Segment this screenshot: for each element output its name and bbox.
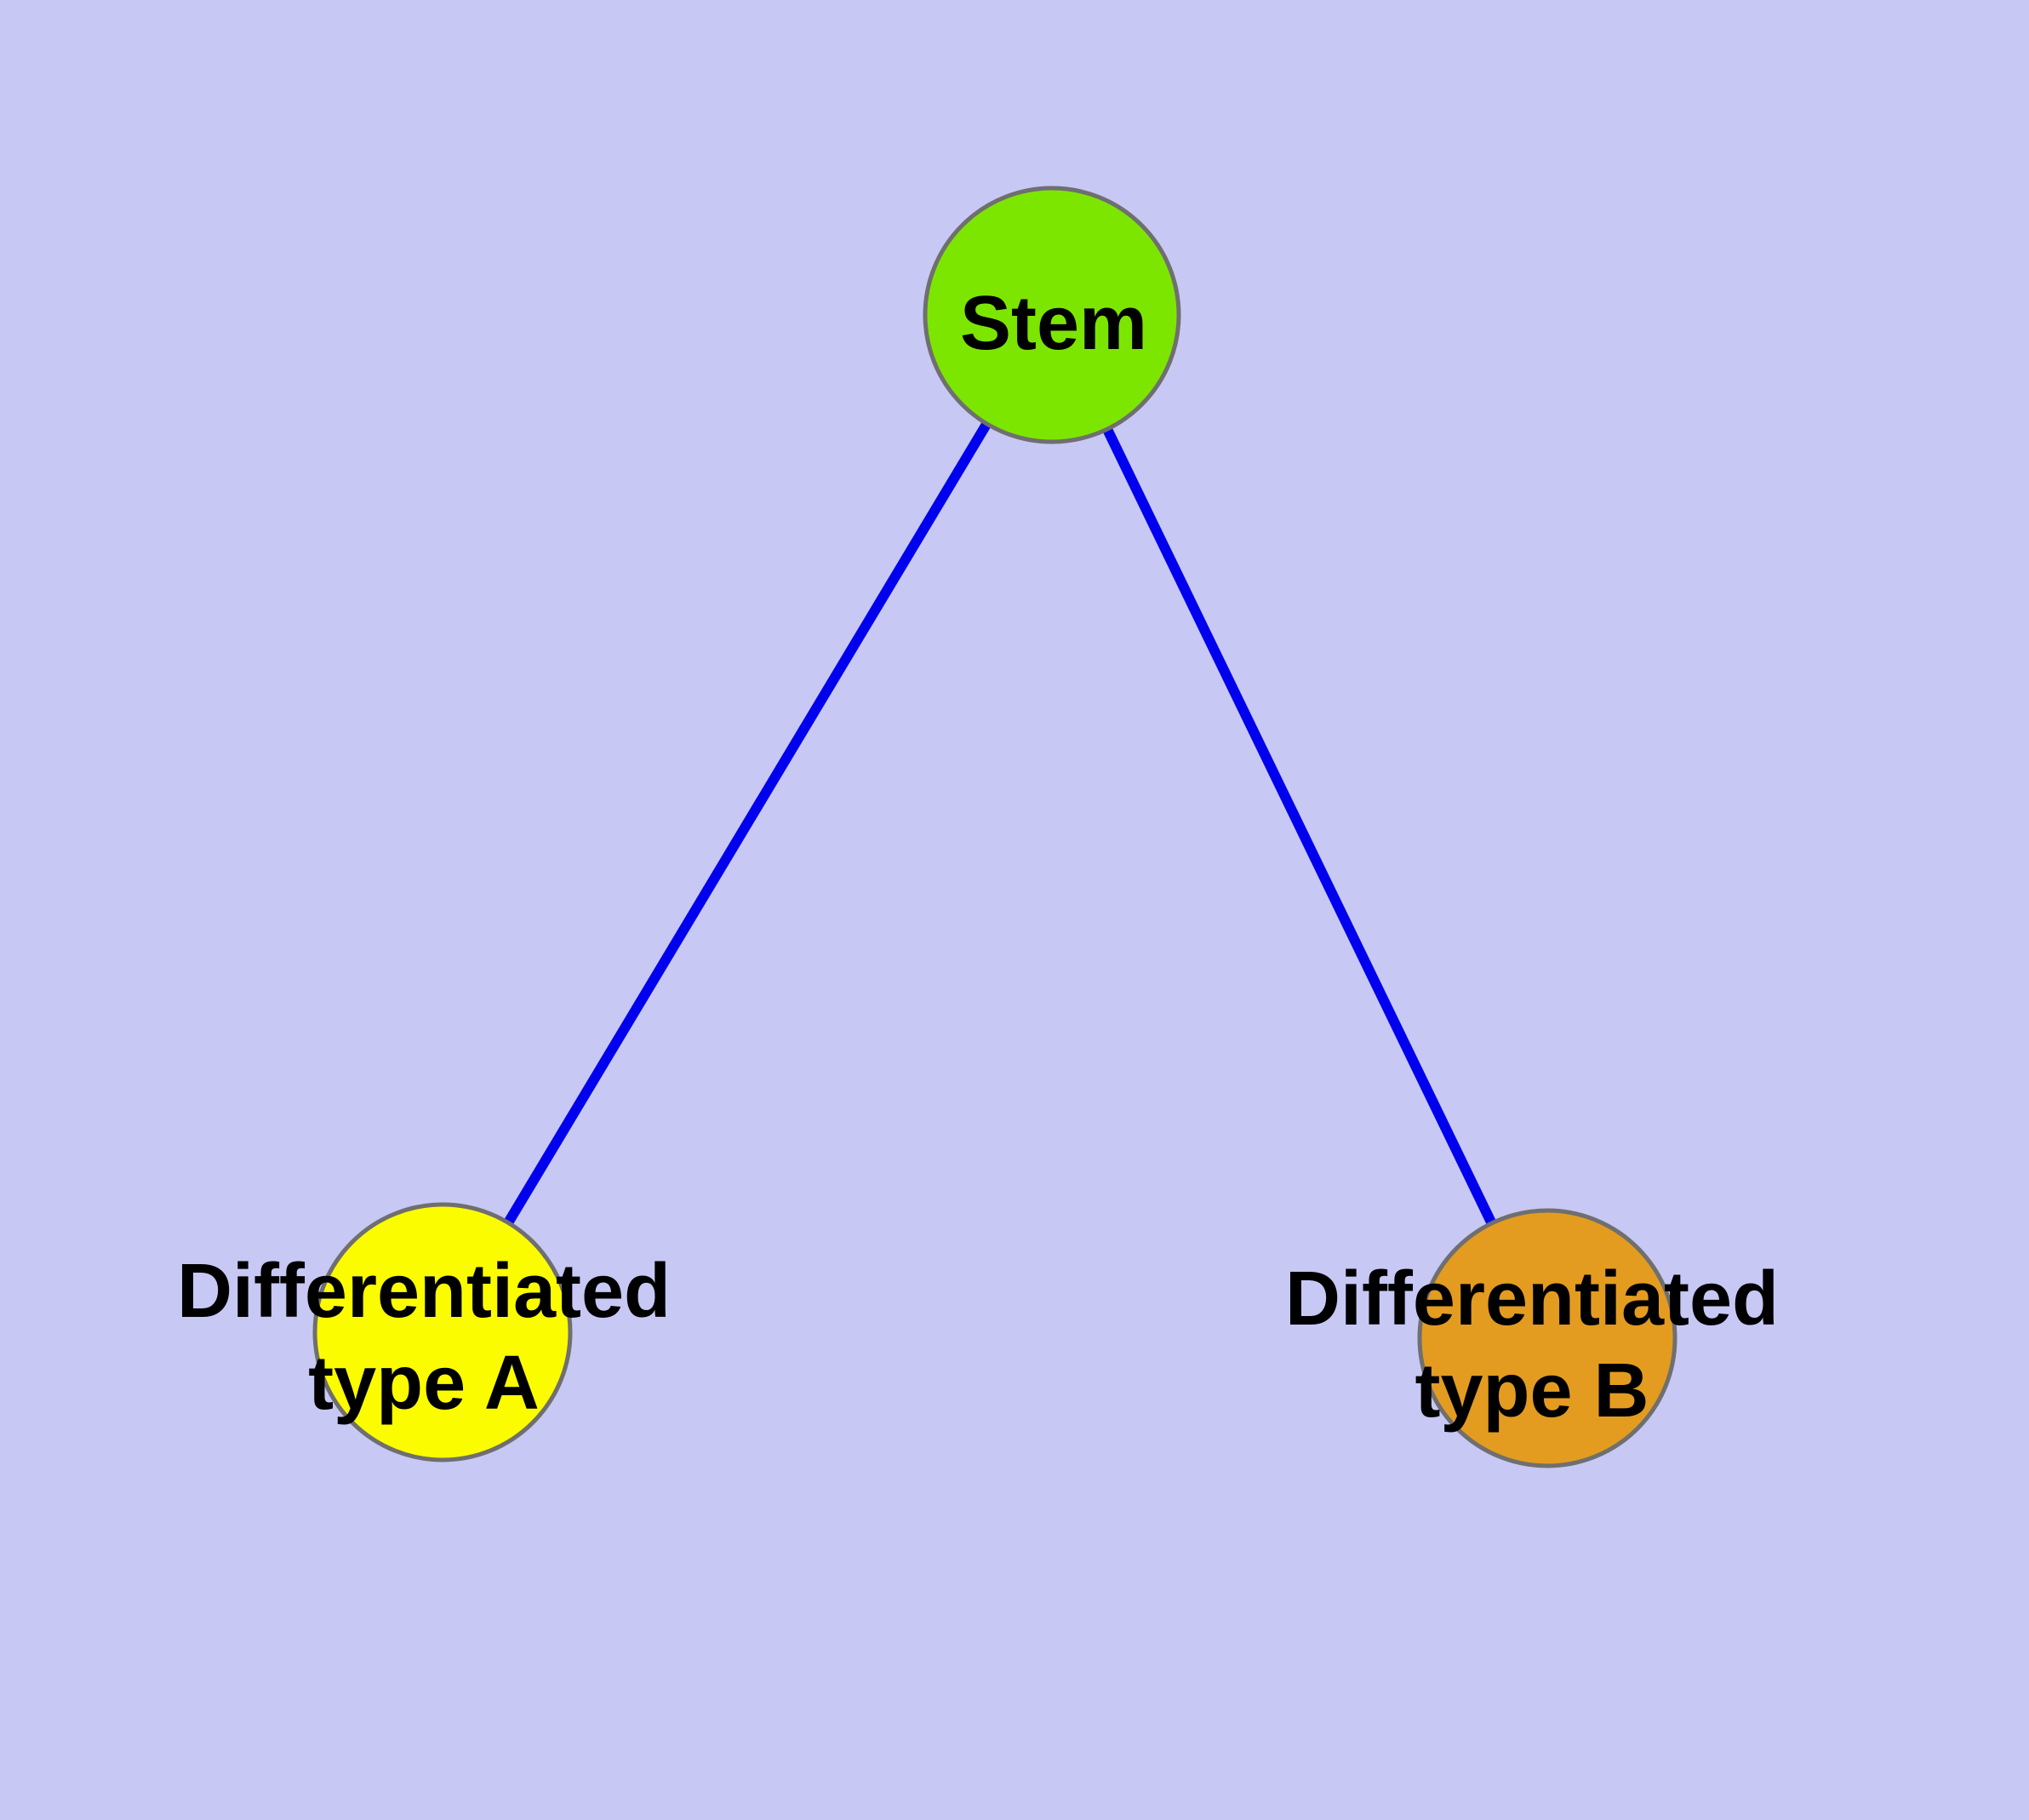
edge-stem-to-type-b	[1047, 312, 1552, 1341]
node-type-a-label-line2: type A	[308, 1341, 540, 1426]
node-stem-label: Stem	[960, 281, 1147, 366]
node-differentiated-type-a	[312, 1202, 573, 1462]
node-stem	[923, 186, 1181, 444]
edge-stem-to-type-a	[437, 312, 1057, 1336]
node-type-b-label-line2: type B	[1415, 1348, 1649, 1434]
node-type-a-label-line1: Differentiated	[177, 1249, 671, 1334]
node-type-b-label-line1: Differentiated	[1285, 1256, 1779, 1342]
node-differentiated-type-b	[1417, 1208, 1677, 1468]
